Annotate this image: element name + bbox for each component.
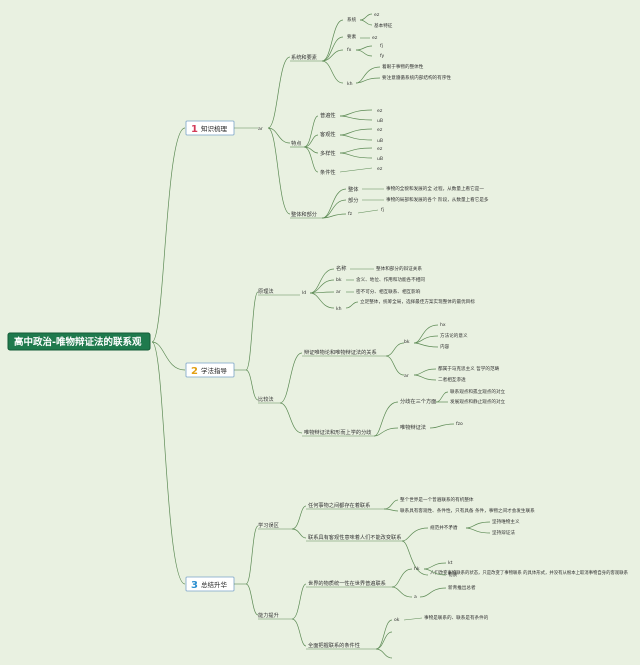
s2-yuanli: 原理法 [258, 287, 274, 295]
s1-kh2: 要注意遵循系统内部结构的有序性 [382, 74, 451, 81]
s2-fen1: 联系观点和孤立观点的对立 [450, 388, 506, 395]
s1-fz1: fj [381, 207, 384, 213]
root-node[interactable]: 高中政治-唯物辩证法的联系观 [7, 332, 151, 351]
s2-fb: 唯物辩证法和形而上学的分歧 [304, 428, 371, 436]
s1-xitong-k: 系统 [347, 16, 357, 23]
s3-w1a: 整个世界是一个普遍联系的有机整体 [400, 496, 474, 503]
s1-xitong-k2: 基本特征 [374, 22, 393, 29]
s2-bijiao: 比较法 [258, 395, 274, 403]
s3-ok: ok [394, 617, 400, 623]
s3-w2a: 规范并不矛盾 [430, 524, 458, 531]
s2-mc1: 整体和部分的辩证关系 [376, 265, 422, 272]
s2-ar1: 密不可分、相互联系、相互影响 [356, 288, 421, 295]
s2-bk2: bk [404, 339, 410, 345]
s2-wz1: fzo [456, 421, 463, 427]
s2-bz: 辩证唯物论和唯物辩证法的关系 [304, 348, 377, 356]
s1-duo2: uB [377, 156, 383, 162]
section-1-branches: ar 系统和要素 系统 ez 基本特征 要素 ez fx fj fy kh 着眼… [234, 13, 489, 219]
section-2-number: 2 [191, 366, 198, 377]
section-1-label: 知识梳理 [201, 124, 228, 133]
s2-wz: 唯物辩证法 [400, 423, 426, 431]
s1-pu1: ez [377, 109, 383, 114]
s1-ke: 客观性 [320, 130, 336, 138]
s1-yaosu: 要素 [347, 33, 357, 40]
root-title: 高中政治-唯物辩证法的联系观 [14, 336, 142, 348]
s1-ke1: ez [377, 128, 383, 133]
s3-w1: 任何事物之间都存在着联系 [308, 501, 370, 509]
section-2-branches: 原理法 ld 名称 整体和部分的辩证关系 bk 含义、地位、作用和功能各不相同 … [234, 264, 506, 437]
s2-nr: 内容 [440, 343, 450, 350]
s2-fen: 分歧在三个方面 [400, 397, 436, 405]
s1-fx1: fj [380, 43, 383, 49]
s2-ar2: ar [404, 373, 409, 379]
s2-ld: ld [302, 290, 306, 296]
s1-ar: ar [258, 126, 263, 132]
section-2-node[interactable]: 2 学法指导 [185, 362, 235, 378]
section-3-branches: 学习误区 任何事物之间都存在着联系 整个世界是一个普遍联系的有机整体 联系具有客… [234, 496, 628, 659]
s3-hk: hk [414, 566, 420, 572]
s2-kh: kh [336, 306, 342, 312]
s3-a2a: 新青推出总者 [448, 584, 476, 591]
section-1-number: 1 [191, 124, 198, 135]
s1-pu: 普遍性 [320, 111, 336, 119]
s1-tiao: 条件性 [320, 168, 336, 176]
s3-tisheng: 能力提升 [258, 611, 279, 619]
section-3-number: 3 [191, 580, 198, 591]
s2-fen2: 发展观点和静止观点的对立 [450, 398, 506, 405]
s3-kt: kt [448, 560, 453, 566]
s1-kh: kh [347, 81, 353, 87]
s3-w2a1: 坚持唯物主义 [492, 518, 520, 525]
s1-zt1: 事物的全貌和发展的全 过程，从数量上看它是一 [386, 185, 484, 192]
trunk-links [151, 127, 186, 585]
s1-bf: 部分 [348, 196, 358, 204]
s1-tedian: 特点 [291, 139, 301, 147]
s1-duo1: ez [377, 147, 383, 152]
s1-xitong: 系统和要素 [291, 53, 317, 61]
s2-ar: ar [336, 289, 341, 295]
s3-ok1: 事物是联系的、联系是有条件的 [424, 614, 489, 621]
s1-tiao1: ez [377, 167, 383, 172]
s1-pu2: uB [377, 118, 383, 124]
s3-w2: 联系具有客观性意味着人们不能改变联系 [308, 533, 401, 541]
s2-ar2a: 都属于马克思主义 哲学的范畴 [438, 365, 500, 372]
s1-zhengti: 整体和部分 [291, 210, 317, 218]
s1-bf1: 事物的局部和发展的各个 阶段，从数量上看它是多 [386, 196, 489, 203]
section-3-label: 总结升华 [201, 580, 228, 589]
s1-fx2: fy [380, 53, 385, 59]
s1-xitong-k1: ez [374, 13, 380, 18]
s3-a2: a [414, 595, 417, 600]
s2-ar2b: 二者相互渗透 [438, 376, 466, 383]
s2-hx: hx [440, 322, 446, 328]
s3-t1: 世界的物质统一性在世界普遍联系 [308, 579, 386, 587]
section-2-label: 学法指导 [201, 366, 228, 375]
s3-w2a2: 坚持辩证法 [492, 529, 515, 536]
s3-w2b: 人们改变事物联系的状态，只是改变了事物联系 的具体形式，并没有从根本上取消事物自… [430, 569, 628, 576]
s3-t2: 全面把握联系的条件性 [308, 641, 360, 649]
s1-fx: fx [347, 47, 352, 53]
s2-bk: bk [336, 277, 342, 283]
s1-duo: 多样性 [320, 149, 336, 157]
section-1-node[interactable]: 1 知识梳理 [185, 120, 235, 136]
s1-ke2: uB [377, 138, 383, 144]
s1-kh1: 着眼于事物的整体性 [382, 63, 424, 70]
s1-yaosu1: ez [372, 36, 378, 41]
s2-kh1: 立足整体，统筹全局，选择最佳方案实现整体的最优目标 [360, 298, 475, 305]
s1-fz: fz [348, 211, 353, 217]
s2-ff: 方法论的意义 [440, 332, 468, 339]
section-3-node[interactable]: 3 总结升华 [185, 576, 235, 592]
s3-w1b: 联系具有客观性、条件性，只有具备 条件，事物之间才会发生联系 [400, 507, 535, 514]
s2-bk1: 含义、地位、作用和功能各不相同 [356, 276, 425, 283]
s2-mc: 名称 [336, 264, 346, 272]
s3-xuexi: 学习误区 [258, 521, 279, 529]
s3-ws: 物质 [448, 571, 458, 578]
s1-zt: 整体 [348, 185, 359, 193]
